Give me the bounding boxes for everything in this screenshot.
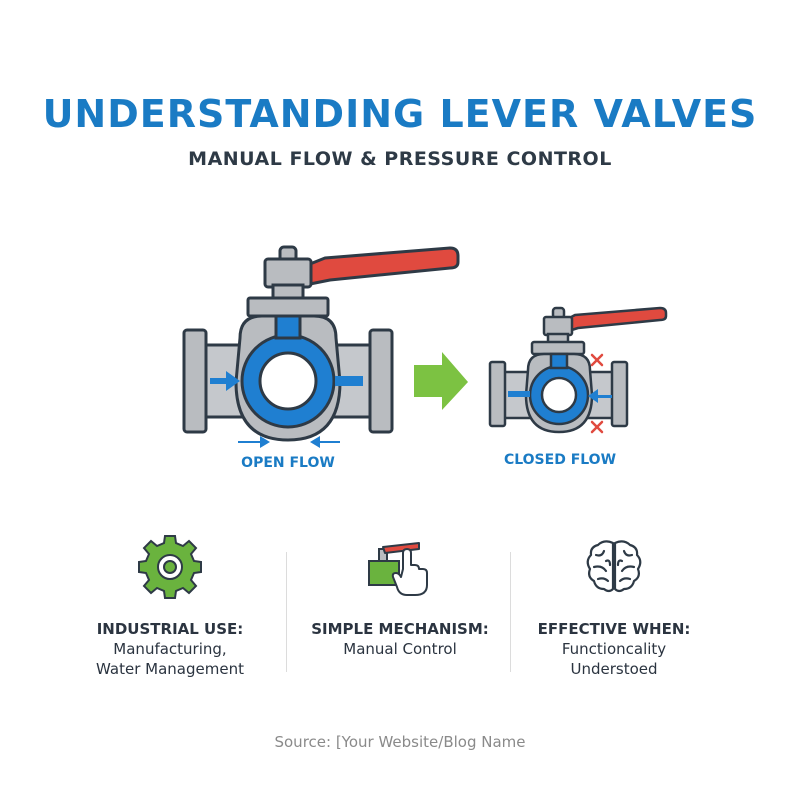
feature-line: Functioncality xyxy=(561,640,667,658)
page-subtitle: MANUAL FLOW & PRESSURE CONTROL xyxy=(188,148,612,170)
feature-simple-mechanism: SIMPLE MECHANISM: Manual Control xyxy=(270,535,530,659)
feature-line: Understoed xyxy=(570,660,658,678)
page-title: UNDERSTANDING LEVER VALVES xyxy=(42,92,758,136)
feature-line: Manufacturing, xyxy=(113,640,227,658)
open-flow-label: OPEN FLOW xyxy=(241,455,335,471)
hand-valve-icon xyxy=(368,542,428,596)
feature-title: INDUSTRIAL USE: xyxy=(96,620,244,638)
gear-icon xyxy=(138,535,202,599)
feature-industrial-use: INDUSTRIAL USE: Manufacturing, Water Man… xyxy=(40,535,300,679)
blocked-x-icon xyxy=(590,420,604,434)
feature-line: Manual Control xyxy=(343,640,457,658)
transition-arrow-icon xyxy=(414,352,468,410)
feature-title: EFFECTIVE WHEN: xyxy=(537,620,691,638)
brain-icon xyxy=(586,540,642,593)
feature-line: Water Management xyxy=(96,660,244,678)
divider xyxy=(510,552,511,672)
valve-diagram xyxy=(182,245,668,448)
closed-flow-label: CLOSED FLOW xyxy=(503,452,617,468)
feature-title: SIMPLE MECHANISM: xyxy=(311,620,489,638)
source-credit: Source: [Your Website/Blog Name xyxy=(274,733,526,751)
open-valve-illustration xyxy=(182,245,460,448)
blocked-x-icon xyxy=(590,353,604,367)
closed-valve-illustration xyxy=(488,306,668,434)
divider xyxy=(286,552,287,672)
feature-effective-when: EFFECTIVE WHEN: Functioncality Understoe… xyxy=(484,535,744,679)
